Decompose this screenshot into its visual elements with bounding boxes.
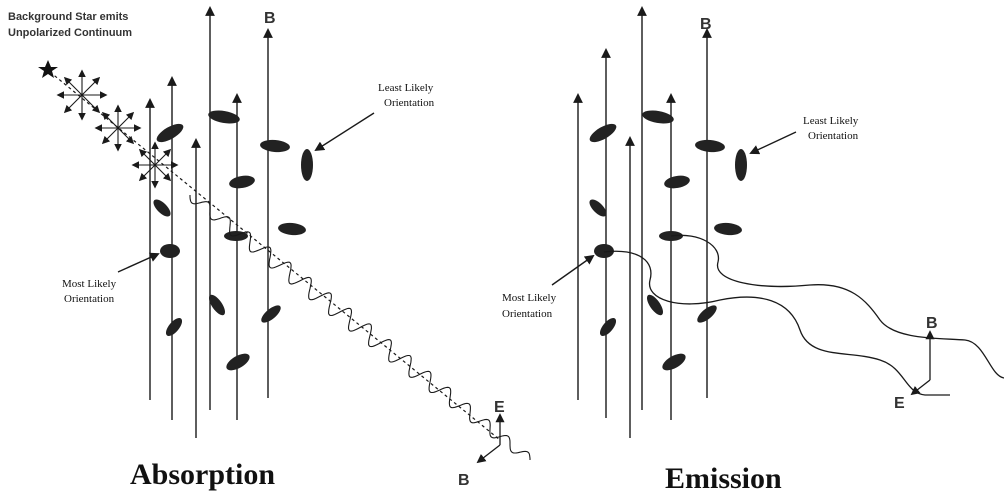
starburst-icon [94, 104, 142, 152]
absorption-field-lines [145, 6, 273, 438]
dust-grain [589, 123, 617, 143]
dust-grain [208, 110, 240, 124]
line-of-sight [49, 71, 501, 441]
absorption-vectors [476, 413, 505, 464]
source-label-line2: Unpolarized Continuum [8, 27, 132, 39]
least-likely-pointer [749, 131, 797, 155]
emission-most-likely-line1: Most Likely [502, 292, 557, 304]
dust-grain [208, 294, 226, 316]
unpolarized-starbursts [56, 69, 179, 189]
dust-grain [599, 317, 617, 337]
dust-grain [229, 175, 255, 189]
absorption-most-likely-line1: Most Likely [62, 278, 117, 290]
dust-grain-most-likely [160, 244, 180, 258]
e-vector-arrow [910, 379, 931, 396]
background-star-icon [38, 60, 58, 78]
source-label-line1: Background Star emits [8, 11, 128, 23]
dust-grain [642, 110, 674, 124]
emission-field-label: B [700, 16, 712, 33]
dust-grain-most-likely [594, 244, 614, 258]
emission-least-likely-line2: Orientation [808, 130, 859, 142]
emitted-waves [603, 234, 1004, 396]
dust-grain [695, 139, 725, 153]
emission-vectors [910, 330, 935, 396]
emission-least-likely-line1: Least Likely [803, 115, 859, 127]
absorption-e-label: E [494, 399, 505, 416]
absorption-grains [153, 110, 313, 371]
emission-b-label: B [926, 315, 938, 332]
least-likely-pointer [314, 112, 375, 152]
dust-grain-least-likely [301, 149, 313, 181]
dust-grain [278, 222, 306, 236]
emission-title: Emission [665, 462, 782, 492]
starburst-icon [131, 141, 179, 189]
dust-grain [260, 139, 290, 153]
dust-grain [261, 305, 281, 323]
dust-grain [662, 353, 686, 371]
polarized-wave [189, 195, 531, 460]
dust-grain [697, 305, 717, 323]
absorption-title: Absorption [130, 458, 275, 491]
emitted-wave-1 [603, 250, 950, 396]
emission-field-lines [573, 6, 712, 438]
dust-grain-least-likely [735, 149, 747, 181]
absorption-least-likely-line1: Least Likely [378, 82, 434, 94]
absorption-panel: Background Star emits Unpolarized Contin… [8, 6, 531, 491]
dust-grain [226, 353, 250, 371]
emitted-wave-2 [670, 234, 1004, 379]
dust-grain [646, 294, 664, 316]
dust-grain [589, 199, 607, 217]
most-likely-pointer [117, 252, 160, 273]
dust-grain [165, 317, 183, 337]
most-likely-pointer [551, 254, 595, 286]
dust-grain [664, 175, 690, 189]
emission-e-label: E [894, 395, 905, 412]
absorption-b-label: B [458, 472, 470, 489]
absorption-most-likely-line2: Orientation [64, 293, 115, 305]
absorption-field-label: B [264, 10, 276, 27]
emission-grains [589, 110, 747, 371]
dust-grain [156, 123, 184, 143]
dust-grain [714, 222, 742, 236]
emission-panel: B Least Likely Orientation Most Likely O… [502, 6, 1004, 492]
starburst-icon [56, 69, 108, 121]
emission-most-likely-line2: Orientation [502, 308, 553, 320]
b-vector-arrow [476, 444, 501, 464]
absorption-least-likely-line2: Orientation [384, 97, 435, 109]
dust-grain [153, 199, 171, 217]
